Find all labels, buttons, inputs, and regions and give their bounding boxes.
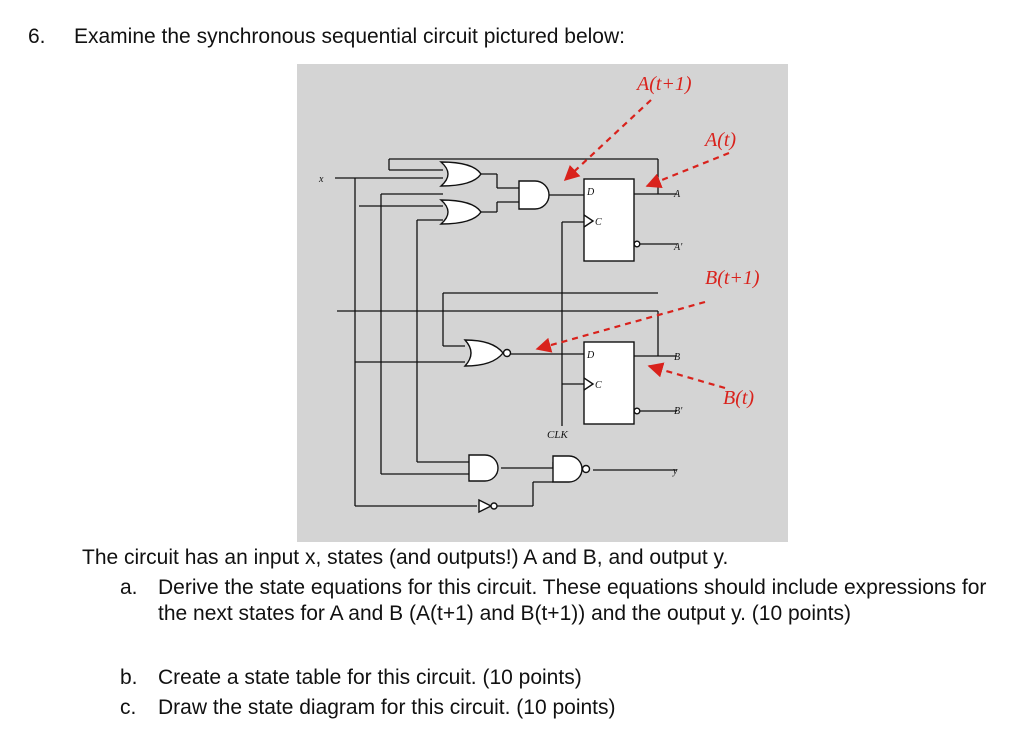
ff-b-c-label: C bbox=[595, 380, 602, 391]
output-b-bar-label: B' bbox=[674, 406, 683, 417]
ff-b-d-label: D bbox=[586, 350, 595, 361]
annotation-a-now: A(t) bbox=[703, 129, 736, 151]
arrow-a-next bbox=[563, 99, 652, 182]
clk-label: CLK bbox=[547, 429, 568, 441]
or-gate-top bbox=[439, 161, 482, 187]
annotation-a-next: A(t+1) bbox=[635, 73, 692, 95]
question-heading-text: Examine the synchronous sequential circu… bbox=[74, 25, 625, 48]
task-item-a: a. Derive the state equations for this c… bbox=[120, 575, 1000, 679]
annotation-b-now: B(t) bbox=[723, 387, 754, 409]
output-a-bar-label: A' bbox=[673, 242, 683, 253]
arrow-a-now bbox=[645, 151, 730, 188]
ff-a-c-label: C bbox=[595, 217, 602, 228]
task-item-b: b. Create a state table for this circuit… bbox=[120, 665, 1000, 691]
circuit-figure: x D C A A' D C B B' CLK y A(t+1) A(t) B(… bbox=[297, 64, 788, 542]
flip-flop-b-clock-mark bbox=[583, 377, 595, 391]
task-item-b-marker: b. bbox=[120, 666, 138, 689]
arrow-b-now bbox=[647, 362, 726, 390]
ff-a-d-label: D bbox=[586, 187, 595, 198]
logic-gates bbox=[439, 161, 641, 514]
annotation-arrows bbox=[535, 99, 730, 390]
circuit-description: The circuit has an input x, states (and … bbox=[82, 546, 729, 569]
figure-background bbox=[297, 64, 788, 542]
inverter bbox=[478, 498, 493, 514]
circuit-wires bbox=[335, 158, 677, 507]
or-gate-bottom bbox=[439, 199, 482, 225]
task-item-a-marker: a. bbox=[120, 576, 138, 599]
annotation-b-next: B(t+1) bbox=[705, 267, 760, 289]
task-item-c: c. Draw the state diagram for this circu… bbox=[120, 695, 1000, 721]
task-item-a-text: Derive the state equations for this circ… bbox=[158, 576, 987, 625]
xnor-gate-b bbox=[463, 339, 504, 367]
flip-flop-a-bubble bbox=[633, 240, 641, 248]
and-gate-a bbox=[518, 180, 550, 210]
and-gate-y bbox=[468, 454, 499, 482]
question-heading: 6. Examine the synchronous sequential cir… bbox=[28, 24, 625, 50]
task-item-c-text: Draw the state diagram for this circuit.… bbox=[158, 696, 616, 719]
task-item-c-marker: c. bbox=[120, 696, 137, 719]
nand-gate-bubble bbox=[581, 464, 591, 474]
nand-gate-y bbox=[552, 455, 583, 483]
flip-flop-b-bubble bbox=[633, 407, 641, 415]
flip-flop-a-clock-mark bbox=[583, 214, 595, 228]
output-b-label: B bbox=[674, 352, 680, 363]
question-number: 6. bbox=[28, 25, 46, 48]
inverter-bubble bbox=[490, 502, 498, 510]
xnor-gate-bubble bbox=[502, 348, 512, 358]
circuit-diagram: x D C A A' D C B B' CLK y A(t+1) A(t) B(… bbox=[297, 64, 788, 542]
output-a-label: A bbox=[673, 189, 681, 200]
input-x-label: x bbox=[318, 174, 324, 185]
arrow-b-next bbox=[535, 300, 706, 353]
task-item-b-text: Create a state table for this circuit. (… bbox=[158, 666, 582, 689]
output-y-label: y bbox=[672, 466, 678, 477]
